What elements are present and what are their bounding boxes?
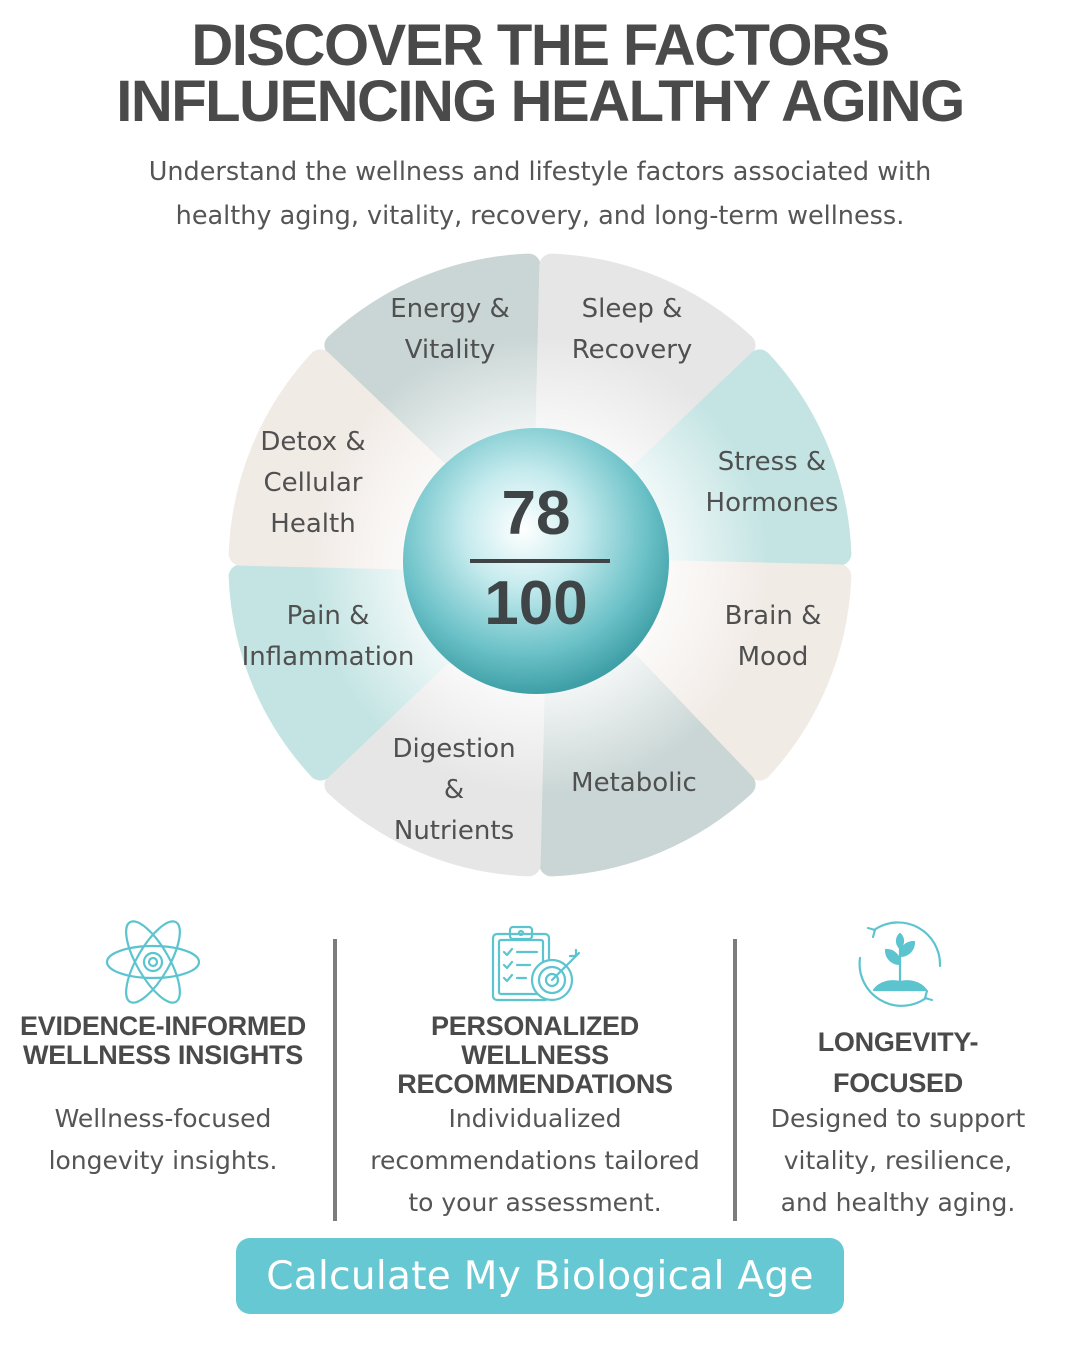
feature-desc-1-line-1: Wellness-focused (54, 1104, 272, 1133)
feature-title-1-line-2: WELLNESS INSIGHTS (23, 1040, 303, 1070)
wheel-segment-label: Digestion & Nutrients (354, 729, 554, 852)
score-value: 78 (501, 479, 571, 548)
wheel-segment-label: Metabolic (534, 763, 734, 804)
score-max: 100 (484, 569, 588, 638)
feature-desc-1: Wellness-focused longevity insights. (0, 1098, 326, 1182)
feature-desc-2-line-2: recommendations tailored (370, 1146, 700, 1175)
wheel-segment-label: Sleep & Recovery (532, 289, 732, 371)
feature-desc-3-line-1: Designed to support (770, 1104, 1026, 1133)
feature-desc-2: Individualized recommendations tailored … (340, 1098, 730, 1224)
feature-title-3-line-2: FOCUSED (833, 1068, 963, 1098)
wheel-segment-label-line: Cellular (263, 467, 363, 498)
wheel-segment-label-line: Mood (737, 642, 809, 672)
feature-desc-3-line-3: and healthy aging. (780, 1188, 1016, 1217)
wheel-segment-label-line: Brain & (724, 601, 822, 631)
wheel-segment-label: Stress & Hormones (672, 442, 872, 524)
feature-desc-3-line-2: vitality, resilience, (783, 1146, 1013, 1175)
atom-icon (105, 920, 201, 1004)
feature-desc-1-line-2: longevity insights. (48, 1146, 278, 1175)
title-line-2: INFLUENCING HEALTHY AGING (116, 69, 965, 134)
feature-divider-2 (733, 939, 737, 1221)
page-subtitle: Understand the wellness and lifestyle fa… (90, 150, 990, 238)
feature-title-2-line-1: PERSONALIZED (431, 1011, 639, 1041)
calculate-biological-age-button[interactable]: Calculate My Biological Age (236, 1238, 844, 1314)
score-badge: 78 100 (403, 428, 669, 694)
feature-title-2-line-2: WELLNESS (461, 1040, 609, 1070)
feature-divider-1 (333, 939, 337, 1221)
sprout-cycle-icon (858, 921, 942, 1007)
wheel-segment-label-line: Nutrients (393, 815, 515, 846)
feature-desc-2-line-3: to your assessment. (408, 1188, 662, 1217)
wheel-segment-label-line: Stress & (717, 447, 827, 477)
wheel-segment-label-line: & (443, 774, 465, 805)
wheel-segment-label-line: Inflammation (241, 642, 415, 672)
wheel-segment-label: Energy & Vitality (350, 289, 550, 371)
wheel-segment-label-line: Detox & (260, 426, 366, 457)
feature-desc-2-line-1: Individualized (448, 1104, 622, 1133)
feature-title-3-line-1: LONGEVITY- (817, 1027, 979, 1057)
wheel-segment-label: Pain & Inflammation (228, 596, 428, 678)
title-line-1: DISCOVER THE FACTORS (191, 13, 890, 78)
feature-title-2-line-3: RECOMMENDATIONS (397, 1069, 673, 1099)
feature-title-2: PERSONALIZED WELLNESS RECOMMENDATIONS (340, 1012, 730, 1099)
wheel-segment-label-line: Health (270, 508, 356, 539)
wheel-segment-label: Brain & Mood (673, 596, 873, 678)
feature-title-1-line-1: EVIDENCE-INFORMED (20, 1011, 306, 1041)
wheel-segment-label-line: Energy & (390, 294, 510, 324)
feature-title-1: EVIDENCE-INFORMED WELLNESS INSIGHTS (0, 1012, 326, 1070)
clipboard-target-icon (491, 925, 581, 1002)
wheel-segment-label-line: Digestion (392, 733, 516, 764)
wheel-segment-label-line: Recovery (571, 335, 693, 365)
page-title: DISCOVER THE FACTORS INFLUENCING HEALTHY… (0, 13, 1080, 134)
wheel-segment-label-line: Hormones (705, 488, 839, 518)
wheel-segment-label-line: Metabolic (571, 767, 697, 798)
score-divider (470, 559, 610, 563)
wheel-segment-label-line: Vitality (404, 335, 496, 365)
subtitle-line-1: Understand the wellness and lifestyle fa… (148, 157, 932, 187)
subtitle-line-2: healthy aging, vitality, recovery, and l… (175, 201, 905, 231)
feature-desc-3: Designed to support vitality, resilience… (746, 1098, 1050, 1224)
wheel-segment-label-line: Pain & (286, 601, 370, 631)
wheel-segment-label-line: Sleep & (581, 294, 683, 324)
feature-title-3: LONGEVITY- FOCUSED (746, 1022, 1050, 1104)
